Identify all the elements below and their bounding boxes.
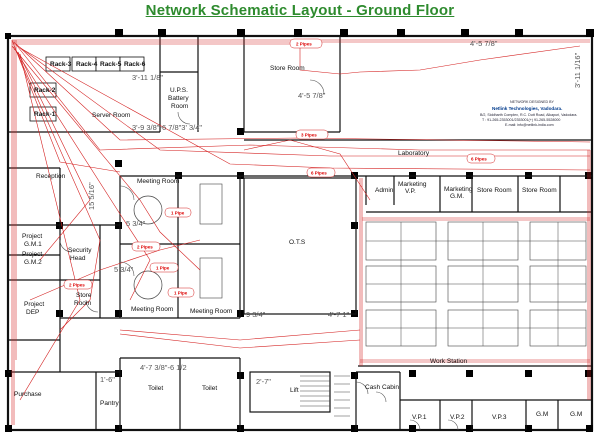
gm1-label: G.M bbox=[536, 411, 548, 418]
project-gm2-label-1: Project bbox=[22, 251, 42, 258]
server-room-label: Server Room bbox=[92, 112, 130, 119]
marketing-gm-label-2: G.M. bbox=[450, 193, 464, 200]
pipe-label: 2 Pipes bbox=[296, 42, 312, 47]
marketing-vp-label-2: V.P. bbox=[405, 188, 416, 195]
network-cables bbox=[11, 39, 591, 425]
vp3-label: V.P.3 bbox=[492, 414, 507, 421]
rack-4-label: Rack-4 bbox=[76, 61, 98, 68]
laboratory-label: Laboratory bbox=[398, 150, 430, 157]
pipe-markers bbox=[63, 38, 496, 298]
cash-cabin-label: Cash Cabin bbox=[365, 384, 399, 391]
meeting-room-2-label: Meeting Room bbox=[131, 306, 173, 313]
server-racks bbox=[29, 56, 145, 122]
pipe-label: 3 Pipes bbox=[301, 133, 317, 138]
ups-room-label-1: U.P.S. bbox=[170, 87, 188, 94]
pantry-label: Pantry bbox=[100, 400, 120, 407]
store-room-left-label-1: Store bbox=[76, 292, 92, 299]
marketing-gm-label-1: Marketing bbox=[444, 186, 473, 193]
rack-5-label: Rack-5 bbox=[100, 61, 122, 68]
workstation-cubicles bbox=[365, 221, 587, 347]
vp1-label: V.P.1 bbox=[412, 414, 427, 421]
rack-3-label: Rack-3 bbox=[50, 61, 72, 68]
dimension-label: 2'-7" bbox=[256, 377, 271, 386]
dimension-label: 4'-5 7/8" bbox=[470, 39, 498, 48]
dimension-label: 4'-7 3/8"-6 1/2 bbox=[140, 363, 187, 372]
designer-email: E-mail: info@netlink-india.com bbox=[505, 123, 554, 127]
lift-label: Lift bbox=[290, 387, 299, 394]
pipe-label: 1 Pipe bbox=[174, 291, 188, 296]
pipe-label: 2 Pipes bbox=[137, 245, 153, 250]
dimension-label: 3'-11 1/8" bbox=[132, 73, 163, 82]
pipe-label: 1 Pipe bbox=[156, 266, 170, 271]
pipe-label: 2 Pipes bbox=[69, 283, 85, 288]
designer-phone: T : 91-265-2353001/2353001(+) 91-265-552… bbox=[482, 118, 560, 122]
meeting-room-1-label: Meeting Room bbox=[137, 178, 179, 185]
project-gm1-label-2: G.M.1 bbox=[24, 241, 42, 248]
ups-room-label-3: Room bbox=[171, 103, 188, 110]
store-room-b-label: Store Room bbox=[522, 187, 557, 194]
door-swings bbox=[59, 79, 459, 431]
dimension-label: 3'-9 3/8"-6 7/8"3' 3/4" bbox=[132, 123, 202, 132]
dimension-label: 5 3/4" bbox=[126, 219, 146, 228]
project-dep-label-1: Project bbox=[24, 301, 44, 308]
meeting-tables bbox=[133, 183, 223, 300]
staircase bbox=[300, 375, 350, 417]
store-room-a-label: Store Room bbox=[477, 187, 512, 194]
designer-caption: NETWORK DESIGNED BY bbox=[510, 100, 555, 104]
vp2-label: V.P.2 bbox=[450, 414, 465, 421]
pipe-label: 6 Pipes bbox=[471, 157, 487, 162]
pipe-label: 6 Pipes bbox=[311, 171, 327, 176]
dimension-label: 9 3/4" bbox=[246, 310, 266, 319]
marketing-vp-label-1: Marketing bbox=[398, 181, 427, 188]
ots-label: O.T.S bbox=[289, 239, 306, 246]
toilet-2-label: Toilet bbox=[202, 385, 217, 392]
purchase-label: Purchase bbox=[14, 391, 42, 398]
dimension-label: 4'-5 7/8" bbox=[298, 91, 326, 100]
designer-info: NETWORK DESIGNED BY Netlink Technologies… bbox=[480, 100, 577, 127]
work-station-label: Work Station bbox=[430, 358, 467, 365]
meeting-room-3-label: Meeting Room bbox=[190, 308, 232, 315]
store-room-top-label: Store Room bbox=[270, 65, 305, 72]
dimension-label: 4'-7 1" bbox=[328, 310, 350, 319]
designer-address: B/2, Siddharth Complex, R.C. Dutt Road, … bbox=[480, 113, 577, 117]
store-room-left-label-2: Room bbox=[74, 300, 91, 307]
pipe-label: 1 Pipe bbox=[171, 211, 185, 216]
reception-label: Reception bbox=[36, 173, 66, 180]
project-dep-label-2: DEP bbox=[26, 309, 39, 316]
dimension-label: 3'-11 1/16" bbox=[573, 52, 582, 88]
page-title: Network Schematic Layout - Ground Floor bbox=[145, 2, 455, 19]
ups-room-label-2: Battery bbox=[168, 95, 189, 102]
toilet-1-label: Toilet bbox=[148, 385, 163, 392]
admin-label: Admin bbox=[375, 187, 394, 194]
dimension-label: 5 3/4" bbox=[114, 265, 134, 274]
project-gm1-label-1: Project bbox=[22, 233, 42, 240]
project-gm2-label-2: G.M.2 bbox=[24, 259, 42, 266]
rack-2-label: Rack-2 bbox=[34, 87, 56, 94]
dimension-label: 15 5/16" bbox=[87, 182, 96, 210]
designer-company: Netlink Technologies, Vadodara. bbox=[492, 106, 562, 111]
security-head-label-1: Security bbox=[68, 247, 92, 254]
dimension-label: 1'-6" bbox=[100, 375, 115, 384]
rack-1-label: Rack-1 bbox=[34, 111, 56, 118]
rack-6-label: Rack-6 bbox=[124, 61, 146, 68]
security-head-label-2: Head bbox=[70, 255, 86, 262]
gm2-label: G.M bbox=[570, 411, 582, 418]
